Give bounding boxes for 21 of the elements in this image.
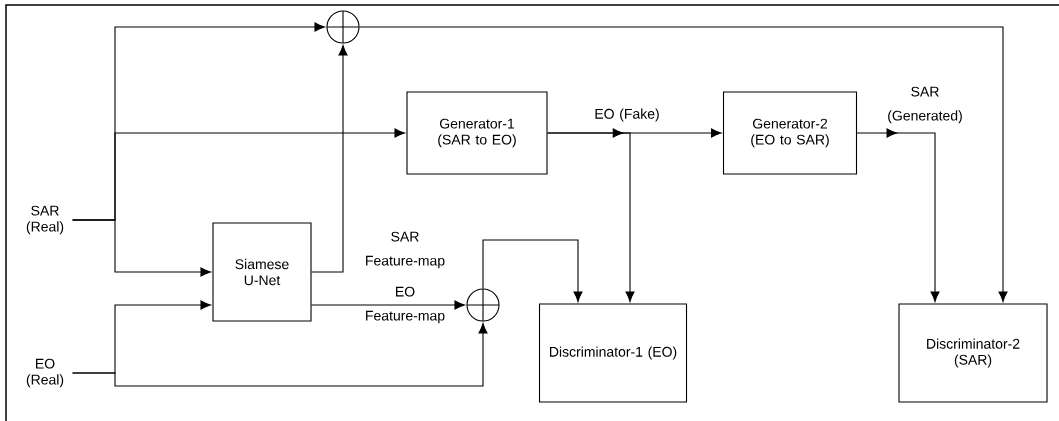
arrow [359,26,1008,302]
process-box: Generator-1 (SAR to EO) [406,91,548,175]
arrow [72,219,211,277]
arrow [311,45,348,273]
process-box: Generator-2 (EO to SAR) [722,91,858,175]
process-box: Discriminator-2 (SAR) [898,303,1048,403]
arrow [311,300,465,310]
edge-label: SAR Feature-map [366,231,445,269]
process-box: Discriminator-1 (EO) [538,303,688,403]
edge-label: EO (Fake) [595,108,659,122]
edge-label: EO Feature-map [366,286,445,324]
arrow [856,128,940,302]
input-label: SAR (Real) [26,205,64,235]
arrow [547,132,635,302]
input-label: EO (Real) [26,358,64,388]
process-box: Siamese U-Net [212,222,312,322]
summation-circle [466,288,500,322]
arrow [482,239,583,302]
arrow [72,323,488,387]
edge-label: SAR (Generated) [888,86,962,124]
summation-circle [326,10,360,44]
